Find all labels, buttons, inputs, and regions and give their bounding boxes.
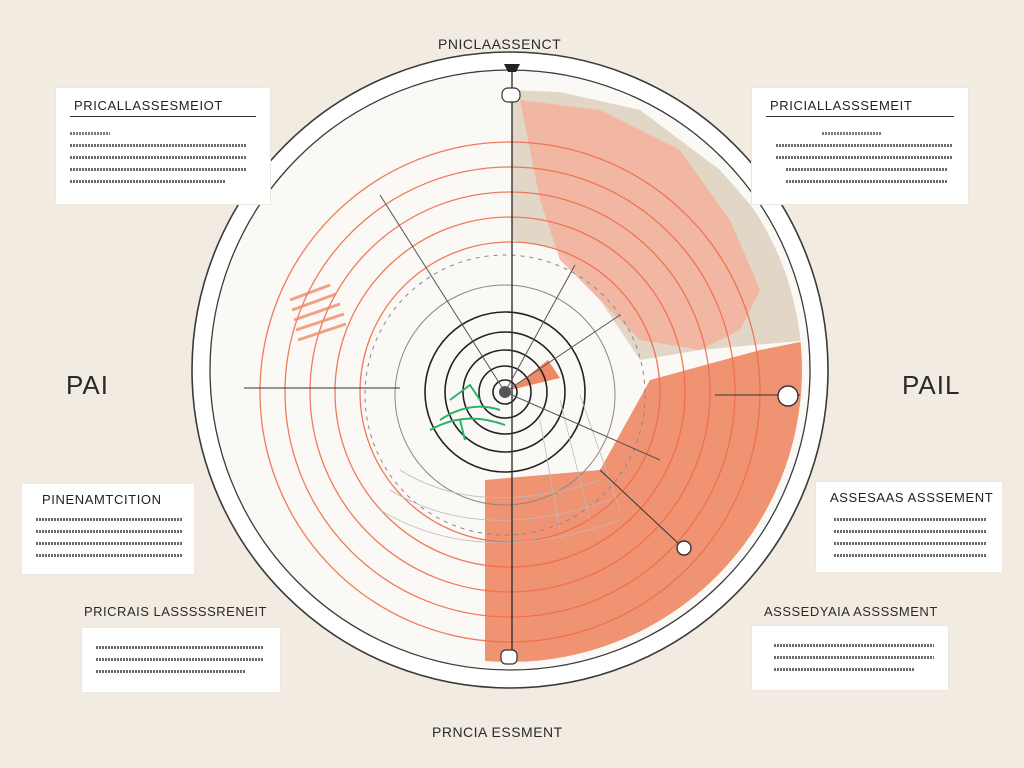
- top-marker-icon: [504, 64, 520, 72]
- card-title: PINENAMTCITION: [42, 492, 162, 507]
- card-mid-left: PINENAMTCITION: [22, 484, 194, 574]
- bottom-label: PRNCIA ESSMENT: [432, 724, 563, 740]
- center-target: [424, 311, 586, 473]
- card-bottom-right: [752, 626, 948, 690]
- coral-wedge: [510, 360, 560, 390]
- card-bottom-left-title: PRICRAIS LASSSSSRENEIT: [84, 604, 267, 619]
- bottom-pin-icon: [500, 649, 518, 665]
- card-title: ASSESAAS ASSSEMENT: [830, 490, 994, 505]
- green-highlight: [429, 383, 506, 441]
- card-top-left: PRICALLASSESMEIOT: [56, 88, 270, 204]
- right-marker-icon: [777, 385, 799, 407]
- hatch-marks: [289, 283, 347, 342]
- bottom-marker-icon: [676, 540, 692, 556]
- card-top-right: PRICIALLASSSEMEIT: [752, 88, 968, 204]
- left-big-label: PAI: [66, 370, 109, 400]
- card-bottom-left: [82, 628, 280, 692]
- card-bottom-right-title: ASSSEDYAIA ASSSSMENT: [764, 604, 938, 619]
- card-mid-right: ASSESAAS ASSSEMENT: [816, 482, 1002, 572]
- card-title: PRICIALLASSSEMEIT: [770, 98, 913, 113]
- coral-wash-upper: [520, 100, 760, 350]
- right-big-label: PAIL: [902, 370, 961, 400]
- top-label: PNICLAASSENCT: [438, 36, 562, 52]
- card-title: PRICALLASSESMEIOT: [74, 98, 223, 113]
